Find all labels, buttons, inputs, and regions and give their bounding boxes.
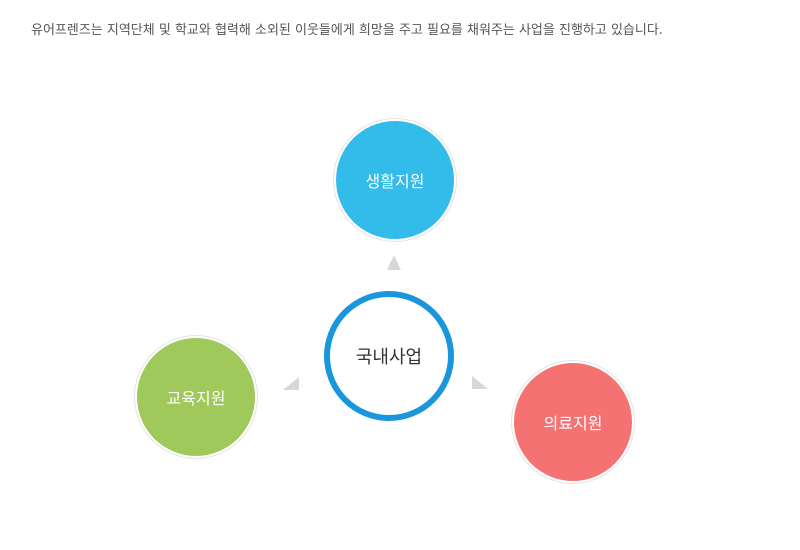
node-medical-support[interactable]: 의료지원 bbox=[514, 363, 632, 481]
center-node-domestic-business[interactable]: 국내사업 bbox=[324, 291, 454, 421]
center-node-label: 국내사업 bbox=[355, 347, 423, 368]
arrow-left-icon bbox=[283, 377, 299, 390]
intro-text: 유어프렌즈는 지역단체 및 학교와 협력해 소외된 이웃들에게 희망을 주고 필… bbox=[31, 23, 663, 38]
node-education-support-label: 교육지원 bbox=[166, 389, 226, 408]
node-medical-support-label: 의료지원 bbox=[543, 414, 603, 433]
node-education-support[interactable]: 교육지원 bbox=[137, 338, 255, 456]
arrow-up-icon bbox=[387, 255, 401, 270]
arrow-right-icon bbox=[472, 376, 488, 389]
node-living-support-label: 생활지원 bbox=[365, 172, 425, 191]
node-living-support[interactable]: 생활지원 bbox=[336, 121, 454, 239]
